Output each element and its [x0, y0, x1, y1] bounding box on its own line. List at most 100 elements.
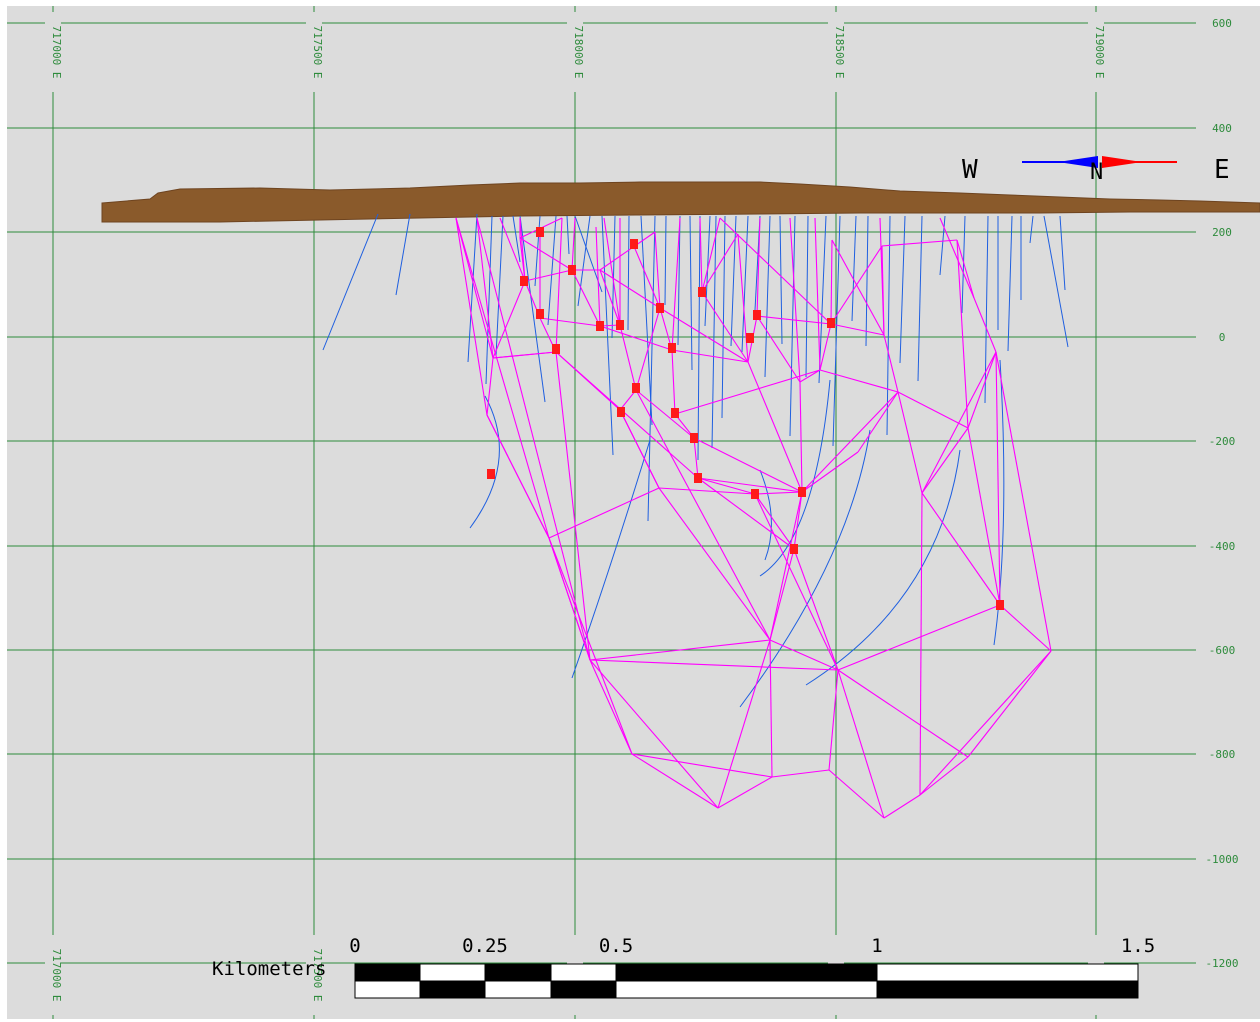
drillhole-trace — [697, 215, 701, 461]
easting-label-bottom: 717000 E — [50, 949, 63, 1002]
elevation-label: -400 — [1209, 540, 1236, 553]
wireframe-edge — [603, 217, 621, 326]
drillhole-trace — [627, 215, 630, 331]
wireframe-edge — [599, 325, 673, 351]
drillhole-trace — [469, 395, 500, 529]
wireframe-edge — [671, 217, 681, 351]
wireframe-edge — [921, 492, 1001, 606]
drillhole-trace — [721, 215, 726, 419]
wireframe-edge — [632, 243, 661, 309]
wireframe-edge — [519, 237, 573, 271]
scale-block-bottom — [484, 980, 552, 999]
wireframe-edge — [674, 369, 821, 415]
wireframe-edge — [857, 391, 899, 453]
drillhole-trace — [917, 215, 923, 382]
drillhole-trace — [832, 215, 841, 447]
wireframe-edge — [814, 217, 821, 371]
wireframe-edge — [719, 217, 832, 325]
wireframe-edge — [589, 659, 839, 671]
wireframe-edge — [524, 269, 573, 282]
wireframe-edge — [697, 477, 756, 495]
wireframe-edge — [619, 409, 660, 489]
drillhole-trace — [611, 215, 616, 339]
wireframe-edge — [589, 659, 719, 809]
wireframe-edge — [919, 650, 1052, 796]
wireframe-edge — [967, 427, 1001, 606]
svg-text:N: N — [1090, 160, 1103, 185]
easting-label-top: 717500 E — [311, 26, 324, 79]
wireframe-edge — [499, 217, 526, 282]
drillhole-trace — [519, 215, 546, 403]
assay-intercept — [698, 287, 706, 297]
drillhole-trace — [741, 215, 749, 353]
scale-block-bottom — [876, 980, 1139, 999]
drillhole-trace — [322, 213, 379, 351]
scale-block-top — [550, 963, 617, 982]
wireframe-edge — [828, 769, 885, 819]
scale-block-top — [419, 963, 486, 982]
assay-intercept — [694, 473, 702, 483]
assay-intercept — [617, 407, 625, 417]
drillhole-trace — [789, 215, 796, 437]
assay-intercept — [630, 239, 638, 249]
drillhole-trace — [886, 215, 891, 436]
elevation-label: -200 — [1209, 435, 1236, 448]
topography-band — [101, 181, 1260, 223]
wireframe-edge — [486, 357, 494, 416]
wireframe-edge — [492, 351, 557, 359]
assay-intercept — [596, 321, 604, 331]
scale-block-bottom — [550, 980, 617, 999]
assay-intercept — [552, 344, 560, 354]
assay-intercept — [616, 320, 624, 330]
assay-intercept — [751, 489, 759, 499]
wireframe-edge — [671, 349, 676, 415]
wireframe-edge — [486, 414, 550, 539]
easting-label-mask — [45, 12, 61, 92]
wireframe-edge — [492, 280, 526, 359]
wireframe-edge — [699, 217, 703, 293]
compass-east-label: E — [1214, 155, 1230, 185]
wireframe-edge — [883, 334, 899, 393]
drillhole-trace — [512, 215, 521, 263]
wireframe-edge — [837, 669, 969, 758]
drillhole-trace — [677, 215, 681, 346]
wireframe-edge — [830, 323, 885, 336]
easting-label-mask — [306, 12, 322, 92]
wireframe-edge — [897, 391, 969, 429]
wireframe-edge — [967, 351, 997, 429]
wireframe-edge — [599, 269, 621, 326]
wireframe-edge — [973, 297, 997, 353]
wireframe-edge — [555, 351, 591, 661]
drillhole-trace — [664, 215, 667, 306]
scale-tick-0: 0 — [349, 935, 360, 957]
wireframe-edge — [619, 389, 637, 411]
drillhole-trace — [711, 215, 717, 449]
orebody-wireframe — [455, 217, 1052, 819]
wireframe-edge — [793, 491, 803, 550]
assay-intercept — [487, 469, 495, 479]
wireframe-edge — [589, 659, 633, 755]
drillhole-trace — [993, 359, 1005, 646]
wireframe-edge — [769, 491, 803, 641]
wireframe-edge — [717, 639, 771, 809]
scale-block-bottom — [354, 980, 421, 999]
drillhole-trace — [647, 215, 656, 522]
wireframe-edge — [956, 239, 975, 299]
easting-label-mask — [306, 935, 322, 1015]
assay-intercept — [520, 276, 528, 286]
north-arrow-icon: N — [1090, 160, 1103, 185]
easting-label-mask — [828, 12, 844, 92]
scale-bar-unit-label: Kilometers — [212, 958, 326, 980]
drillhole-trace — [1029, 215, 1034, 244]
wireframe-edge — [881, 245, 885, 336]
elevation-label: -1200 — [1205, 957, 1238, 970]
assay-intercept — [568, 265, 576, 275]
wireframe-edge — [455, 217, 550, 539]
wireframe-edge — [789, 217, 801, 383]
plot-area — [7, 6, 1260, 1019]
grid-lines — [7, 6, 1196, 1019]
wireframe-edge — [631, 753, 773, 778]
wireframe-edge — [756, 315, 832, 325]
wireframe-edge — [999, 604, 1052, 652]
